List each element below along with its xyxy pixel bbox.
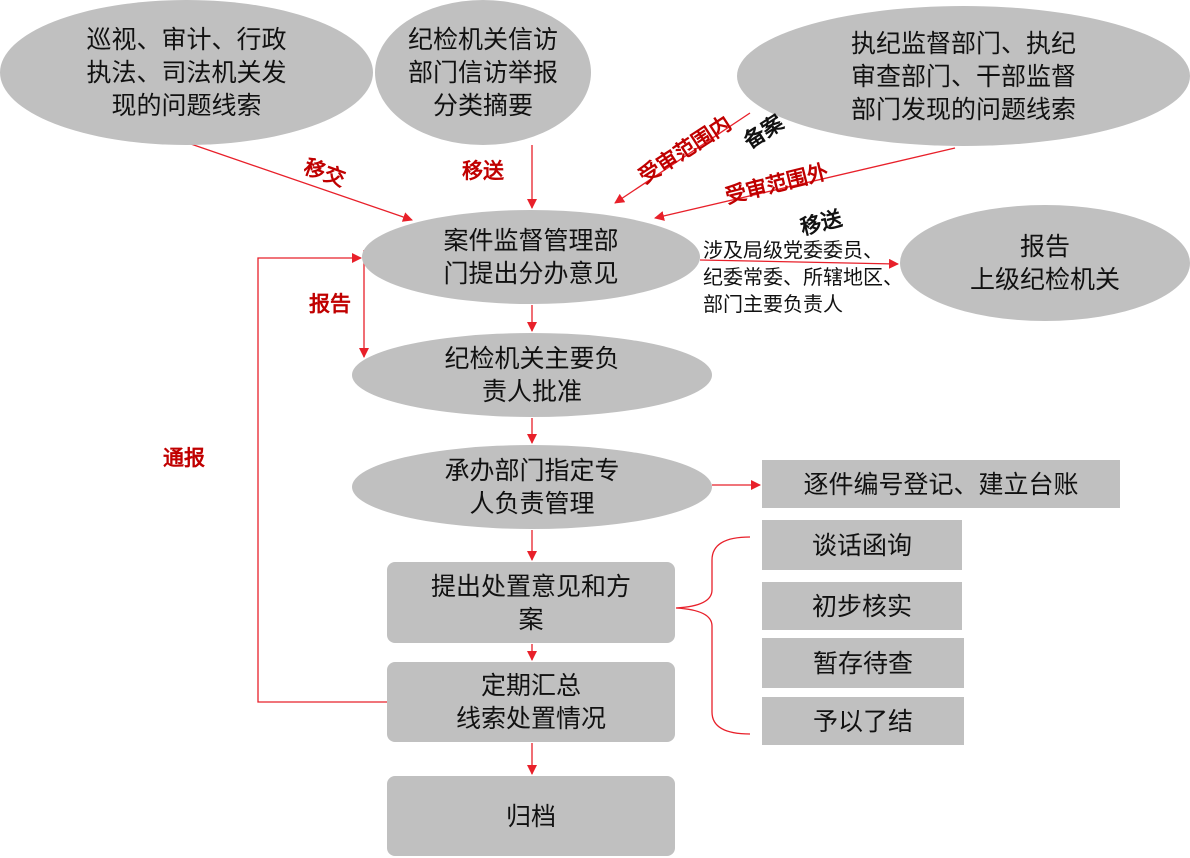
- label-send: 移送: [462, 159, 504, 183]
- option-talk-inquiry: 谈话函询: [762, 520, 962, 570]
- node-disposal-plan: 提出处置意见和方 案: [387, 562, 675, 643]
- node-periodic-summary: 定期汇总 线索处置情况: [387, 662, 675, 742]
- label-notify: 通报: [163, 446, 205, 470]
- arrow-transfer: [187, 142, 413, 222]
- node-leader-approval: 纪检机关主要负 责人批准: [352, 333, 712, 417]
- node-report-superior: 报告 上级纪检机关: [900, 205, 1190, 321]
- arrow-within-scope: [614, 112, 751, 204]
- label-condition: 涉及局级党委委员、 纪委常委、所辖地区、 部门主要负责人: [703, 238, 903, 316]
- node-source-inspection: 巡视、审计、行政 执法、司法机关发 现的问题线索: [0, 0, 373, 145]
- arrow-outside-scope: [654, 147, 956, 221]
- option-close: 予以了结: [762, 697, 964, 745]
- arrow-notify-loop: [257, 253, 387, 703]
- options-brace: [675, 536, 751, 735]
- node-registration: 逐件编号登记、建立台账: [762, 460, 1120, 508]
- node-archive: 归档: [387, 776, 675, 856]
- node-source-petition: 纪检机关信访 部门信访举报 分类摘要: [375, 0, 591, 145]
- node-undertaking-dept: 承办部门指定专 人负责管理: [352, 445, 712, 529]
- node-source-supervision: 执纪监督部门、执纪 审查部门、干部监督 部门发现的问题线索: [737, 6, 1190, 146]
- label-report: 报告: [309, 292, 351, 316]
- node-case-management: 案件监督管理部 门提出分办意见: [362, 210, 700, 304]
- arrow-report-superior: [699, 258, 899, 269]
- option-hold: 暂存待查: [762, 638, 964, 688]
- option-preliminary-verify: 初步核实: [762, 582, 962, 630]
